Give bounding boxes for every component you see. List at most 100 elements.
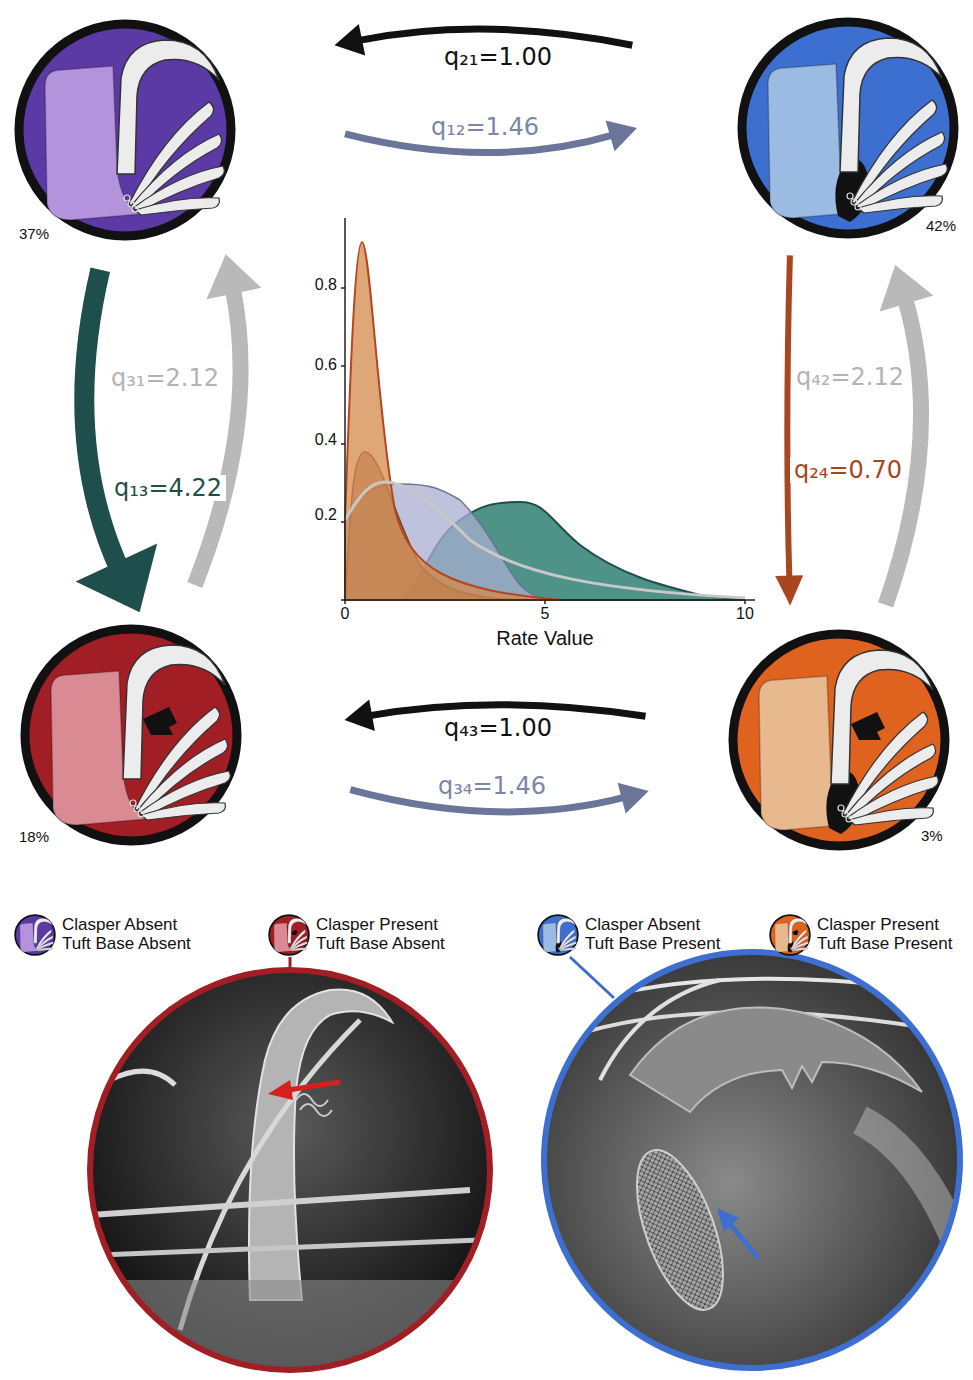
- density-q24: [345, 242, 560, 600]
- seta-socket: [138, 811, 144, 817]
- legend-label: Clasper Present Tuft Base Present: [817, 916, 961, 953]
- leader-line: [570, 957, 614, 998]
- seta: [560, 942, 577, 951]
- sem-claw: [630, 1007, 922, 1112]
- leader-line: [289, 957, 292, 967]
- transition-arrow: [195, 254, 262, 585]
- pointer-arrow: [288, 1082, 340, 1090]
- arrowhead: [606, 121, 637, 152]
- axis-tick-label: 0: [341, 605, 350, 623]
- rate-label: q₂₁=1.00: [440, 44, 556, 70]
- rate-label: q₂₄=0.70: [790, 457, 906, 483]
- arrowhead: [76, 544, 158, 613]
- state-node: 3%: [727, 628, 951, 852]
- arrow-shaft: [195, 286, 241, 585]
- seta-socket: [36, 948, 37, 949]
- chart-axes: [345, 218, 755, 600]
- sem-border: [544, 952, 960, 1368]
- seta-socket: [290, 949, 291, 950]
- arrowhead: [775, 575, 803, 605]
- axis-tick-label: 0.6: [315, 356, 337, 374]
- axis-tick-label: 0.8: [315, 276, 337, 294]
- seta-socket: [855, 204, 861, 210]
- seta-socket: [35, 947, 36, 948]
- state-circle: [538, 915, 578, 955]
- seta-socket: [132, 206, 138, 212]
- legend-swatch: [14, 914, 56, 956]
- state-icon: [13, 18, 237, 242]
- seta-socket: [559, 949, 560, 950]
- seta: [291, 948, 307, 951]
- state-circle: [733, 634, 945, 846]
- rate-label: q₃₄=1.46: [434, 773, 550, 799]
- rate-label: q₁₂=1.46: [427, 114, 543, 140]
- state-node: 37%: [13, 18, 237, 242]
- sem-ground: [540, 950, 965, 1375]
- state-node: 18%: [19, 623, 243, 847]
- pointer-arrowhead: [268, 1080, 293, 1100]
- sem-seta: [90, 1190, 470, 1215]
- transition-arrow: [880, 265, 934, 605]
- rate-label: q₃₁=2.12: [107, 365, 223, 391]
- arrow-shaft: [787, 255, 790, 581]
- axis-tick-label: 0.2: [315, 506, 337, 524]
- seta: [36, 936, 53, 950]
- legend-swatch: [769, 914, 811, 956]
- state-icon: [19, 623, 243, 847]
- arrowhead: [345, 699, 375, 731]
- sem-clasper-structure: [296, 1094, 328, 1106]
- seta-socket: [791, 949, 792, 950]
- seta-socket: [846, 816, 852, 822]
- state-circle: [19, 24, 231, 236]
- seta: [858, 196, 942, 213]
- density-chart: [341, 218, 755, 604]
- seta-socket: [290, 948, 291, 949]
- seta: [37, 948, 53, 951]
- transition-arrow: [775, 255, 803, 605]
- seta-socket: [791, 948, 792, 949]
- seta: [290, 936, 307, 950]
- axis-tick-label: 5: [541, 605, 550, 623]
- state-node: 42%: [736, 16, 960, 240]
- clasper: [851, 712, 885, 740]
- sem-claw: [249, 989, 392, 1300]
- legend-label: Clasper Absent Tuft Base Absent: [62, 916, 206, 953]
- axis-ticks: [341, 288, 745, 604]
- state-percentage: 37%: [19, 226, 49, 241]
- sem-clasper: [80, 960, 500, 1380]
- sem-tuft-pad: [619, 1139, 740, 1320]
- state-circle: [25, 629, 237, 841]
- seta: [291, 942, 308, 951]
- pointer-arrow: [730, 1224, 758, 1258]
- axis-title: Rate Value: [496, 627, 593, 649]
- seta-socket: [558, 947, 559, 948]
- axis-tick-label: 10: [736, 605, 754, 623]
- clasper: [291, 930, 297, 935]
- seta-socket: [36, 949, 37, 950]
- arrowhead: [335, 24, 366, 55]
- arrow-shaft: [84, 270, 121, 573]
- arrowhead: [207, 254, 262, 299]
- arrowhead: [618, 783, 649, 814]
- sem-tuft-base: [540, 950, 965, 1375]
- seta: [37, 942, 54, 951]
- state-percentage: 3%: [921, 828, 943, 843]
- sem-ground: [80, 960, 500, 1380]
- rate-label: q₄₃=1.00: [440, 715, 556, 741]
- sem-clasper-structure: [300, 1104, 332, 1116]
- arrowhead: [880, 265, 934, 311]
- seta-socket: [838, 805, 844, 811]
- seta: [135, 198, 219, 215]
- seta-socket: [790, 947, 791, 948]
- state-circle: [15, 915, 55, 955]
- transition-arrow: [76, 270, 158, 613]
- sem-seta: [110, 1071, 175, 1085]
- seta-socket: [289, 947, 290, 948]
- state-percentage: 18%: [19, 829, 49, 844]
- arrow-shaft: [886, 296, 921, 605]
- arrow-shaft: [357, 29, 633, 45]
- state-circle: [770, 915, 810, 955]
- sem-base: [80, 1280, 500, 1380]
- legend-swatch: [268, 914, 310, 956]
- legend-swatch: [537, 914, 579, 956]
